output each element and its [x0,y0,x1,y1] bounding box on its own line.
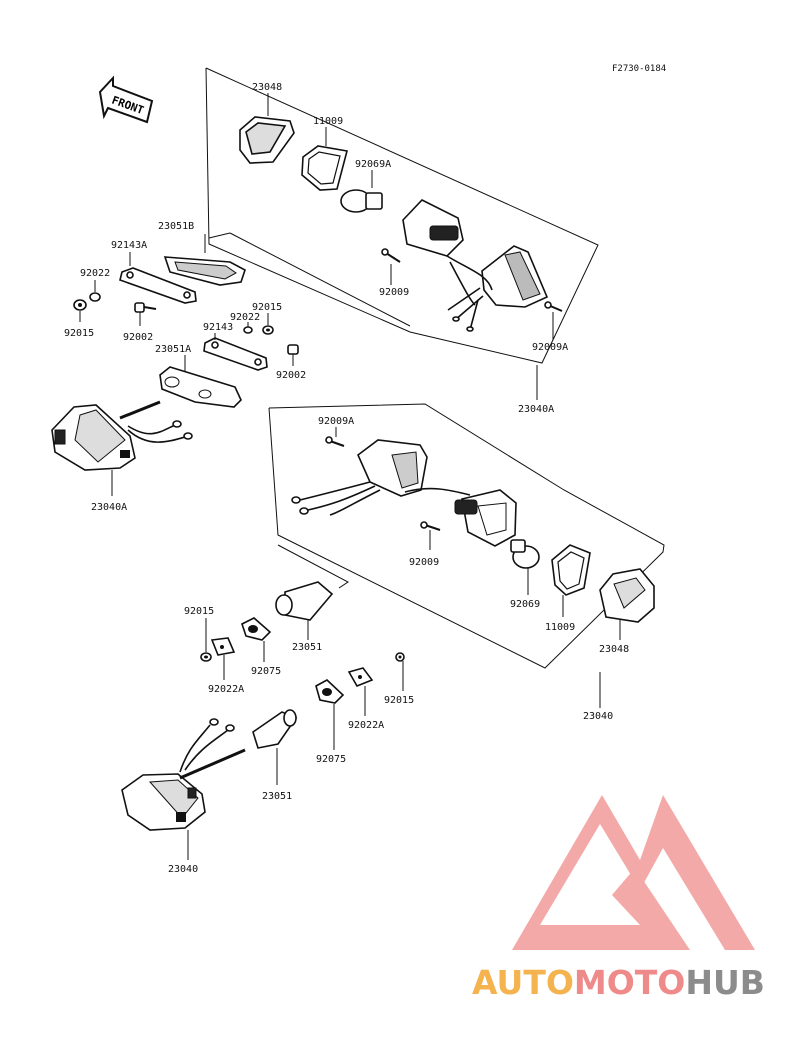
label-92075-upper: 92075 [251,666,281,677]
screw-92009a-mid [325,436,345,447]
lens-23048-mid [599,568,655,623]
bracket-23051b [163,256,246,286]
label-92069a-top: 92069A [355,159,391,170]
plate-92075-upper [241,617,272,641]
washer-92022a-upper [210,637,236,656]
washer-92022-mid [243,326,253,334]
screw-92009-top [381,248,401,263]
label-23040-bottom: 23040 [168,864,198,875]
grommet-23051-upper [275,581,334,621]
label-23048-mid: 23048 [599,644,629,655]
plate-92143a [119,267,197,304]
label-92143a: 92143A [111,240,147,251]
label-11009-mid: 11009 [545,622,575,633]
bulb-92069a-top [340,189,383,213]
front-arrow-icon: FRONT [98,75,154,124]
label-92002-left: 92002 [123,332,153,343]
mid-assembly-outline [268,403,665,669]
label-92022a-right: 92022A [348,720,384,731]
label-23040a-top: 23040A [518,404,554,415]
brand-part-moto: MOTO [574,963,685,1002]
nut-92015-upper [200,652,212,662]
label-92015-right: 92015 [384,695,414,706]
label-23051b: 23051B [158,221,194,232]
lens-23048-top [239,116,295,164]
nut-92015-mid [262,325,274,335]
label-92009a-mid: 92009A [318,416,354,427]
brand-part-hub: HUB [685,963,765,1002]
nut-92015-left [73,299,87,311]
plate-92143 [203,337,268,371]
label-11009-top: 11009 [313,116,343,127]
bracket-23051a [159,366,242,408]
turn-signal-23040a-left [51,400,193,471]
bolt-92002-mid [287,344,299,366]
plate-92075-lower [315,679,345,704]
label-92022-left: 92022 [80,268,110,279]
label-92075-lower: 92075 [316,754,346,765]
label-23040-mid: 23040 [583,711,613,722]
washer-92022-left [89,292,101,302]
label-23040a-left: 23040A [91,502,127,513]
label-92009a-top: 92009A [532,342,568,353]
label-23048-top: 23048 [252,82,282,93]
automotohub-logo-icon [512,795,755,950]
housing-top-back [402,199,464,257]
screw-92009-mid [420,521,441,531]
label-23051-upper: 23051 [292,642,322,653]
bolt-92002-left [134,302,157,313]
label-92015-left: 92015 [64,328,94,339]
screw-92009a-top [544,301,563,312]
brand-wordmark: AUTOMOTOHUB [472,963,765,1002]
label-92069-mid: 92069 [510,599,540,610]
grommet-23051-lower [252,709,298,749]
label-92009-mid: 92009 [409,557,439,568]
label-92022a-upper: 92022A [208,684,244,695]
figure-code: F2730-0184 [612,64,666,74]
washer-92022a-right [347,667,374,688]
brand-part-auto: AUTO [472,963,574,1002]
label-23051a: 23051A [155,344,191,355]
top-assembly-outline [205,67,599,364]
label-92143: 92143 [203,322,233,333]
label-92002-mid: 92002 [276,370,306,381]
housing-top-front [481,245,549,308]
bulb-92069-mid [510,539,540,569]
housing-mid-front [357,439,428,497]
housing-mid-back [454,489,517,547]
label-92009-top: 92009 [379,287,409,298]
label-23051-lower: 23051 [262,791,292,802]
label-92022-mid: 92022 [230,312,260,323]
nut-92015-right [395,652,405,662]
turn-signal-23040-bottom [121,718,246,831]
label-92015-mid: 92015 [252,302,282,313]
label-92015-upper: 92015 [184,606,214,617]
